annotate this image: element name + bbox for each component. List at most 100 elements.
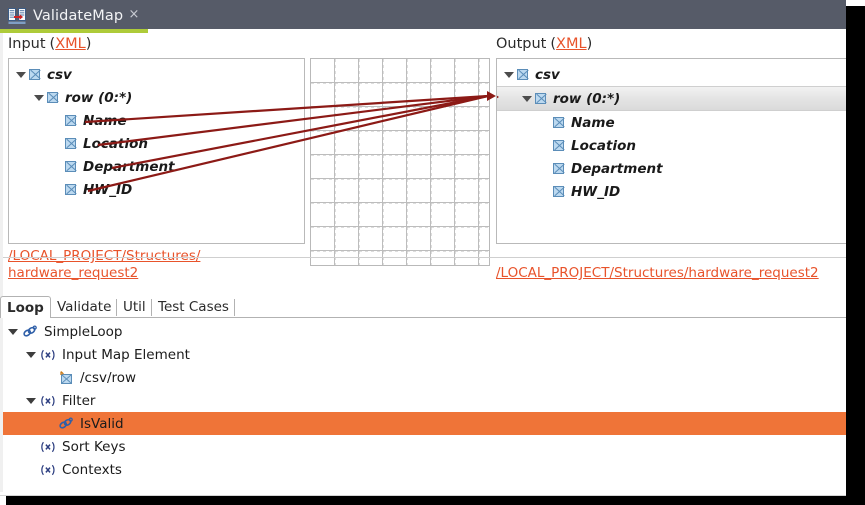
tree-row[interactable]: Department [497,157,846,180]
twisty-placeholder [539,163,550,174]
tree-row[interactable]: Name [9,109,304,132]
output-paren-close: ) [586,36,593,52]
tree-node-label: Name [571,114,615,131]
twisty-placeholder [539,186,550,197]
xml-element-icon [47,92,58,103]
tree-node-label: Department [571,160,663,177]
tab-loop[interactable]: Loop [0,296,51,318]
chevron-down-icon[interactable] [26,349,37,360]
list-item[interactable]: /csv/row [0,366,846,389]
input-paren-close: ) [85,36,92,52]
map-bottom-divider [0,257,846,258]
tab-validate[interactable]: Validate [51,296,118,318]
tab-label: Loop [7,299,44,316]
tab-label: Validate [57,299,112,315]
input-format-link[interactable]: XML [55,36,86,52]
tree-row[interactable]: csv [497,63,846,86]
chevron-down-icon[interactable] [33,92,44,103]
xml-element-icon [65,115,76,126]
list-item[interactable]: SimpleLoop [0,320,846,343]
map-element-icon [58,370,74,385]
variable-x-icon [40,394,56,408]
close-icon[interactable]: × [128,7,140,22]
tree-node-label: HW_ID [83,181,133,198]
chevron-down-icon[interactable] [521,93,532,104]
xml-element-icon [65,138,76,149]
selection-arrow-icon [497,92,499,102]
input-label: Input [8,36,46,52]
bottom-tabstrip: Loop Validate Util Test Cases [0,296,846,318]
tab-test-cases[interactable]: Test Cases [152,296,235,318]
tabstrip-baseline [0,317,846,318]
tree-node-label: csv [535,66,560,83]
list-item-label: Sort Keys [62,438,126,455]
output-paren-open: ( [550,36,557,52]
twisty-placeholder [51,161,62,172]
twisty-placeholder [51,115,62,126]
twisty-placeholder [26,441,37,452]
twisty-placeholder [44,372,55,383]
tree-row[interactable]: row (0:*) [9,86,304,109]
chevron-down-icon[interactable] [503,69,514,80]
list-item[interactable]: Sort Keys [0,435,846,458]
tree-row[interactable]: csv [9,63,304,86]
chevron-down-icon[interactable] [26,395,37,406]
tree-node-label: Location [571,137,636,154]
list-item[interactable]: Contexts [0,458,846,481]
xml-element-icon [553,117,564,128]
variable-x-icon [40,463,56,477]
xml-element-icon [553,186,564,197]
xml-element-icon [65,184,76,195]
tree-node-label: row (0:*) [553,90,621,107]
window-bottom-line [0,495,846,496]
tree-node-label: Name [83,112,127,129]
list-item-label: Contexts [62,461,122,478]
list-item[interactable]: Input Map Element [0,343,846,366]
list-item-label: IsValid [80,415,124,432]
list-item[interactable]: IsValid [0,412,846,435]
tree-node-label: row (0:*) [65,89,133,106]
list-item-label: Filter [62,392,96,409]
variable-x-icon [40,348,56,362]
twisty-placeholder [539,140,550,151]
chain-link-icon [58,416,74,431]
output-format-link[interactable]: XML [556,36,587,52]
tab-separator [116,299,118,316]
chevron-down-icon[interactable] [8,326,19,337]
active-tab-underline [0,29,148,33]
input-structure-path[interactable]: /LOCAL_PROJECT/Structures/ hardware_requ… [8,248,298,282]
window-shadow-right [846,6,865,505]
mapping-grid-canvas[interactable] [310,58,490,266]
twisty-placeholder [539,117,550,128]
chevron-down-icon[interactable] [15,69,26,80]
list-item[interactable]: Filter [0,389,846,412]
xml-element-icon [535,93,546,104]
document-tab-label: ValidateMap [33,8,124,24]
tab-label: Test Cases [158,299,229,315]
document-tab-validatemap[interactable]: ValidateMap [0,0,148,32]
variable-x-icon [40,440,56,454]
tree-row[interactable]: Location [9,132,304,155]
tree-row[interactable]: Location [497,134,846,157]
tree-row[interactable]: HW_ID [9,178,304,201]
output-structure-path[interactable]: /LOCAL_PROJECT/Structures/hardware_reque… [496,265,819,281]
list-item-label: /csv/row [80,369,137,386]
tree-node-label: Department [83,158,175,175]
tree-row[interactable]: HW_ID [497,180,846,203]
twisty-placeholder [51,184,62,195]
output-panel-header: Output(XML) [496,36,592,52]
xml-element-icon [517,69,528,80]
tree-row[interactable]: Name [497,111,846,134]
twisty-placeholder [26,464,37,475]
list-item-label: Input Map Element [62,346,190,363]
tab-util[interactable]: Util [117,296,152,318]
tree-row[interactable]: row (0:*) [497,86,846,111]
map-document-icon [8,7,26,25]
tree-row[interactable]: Department [9,155,304,178]
xml-element-icon [553,140,564,151]
